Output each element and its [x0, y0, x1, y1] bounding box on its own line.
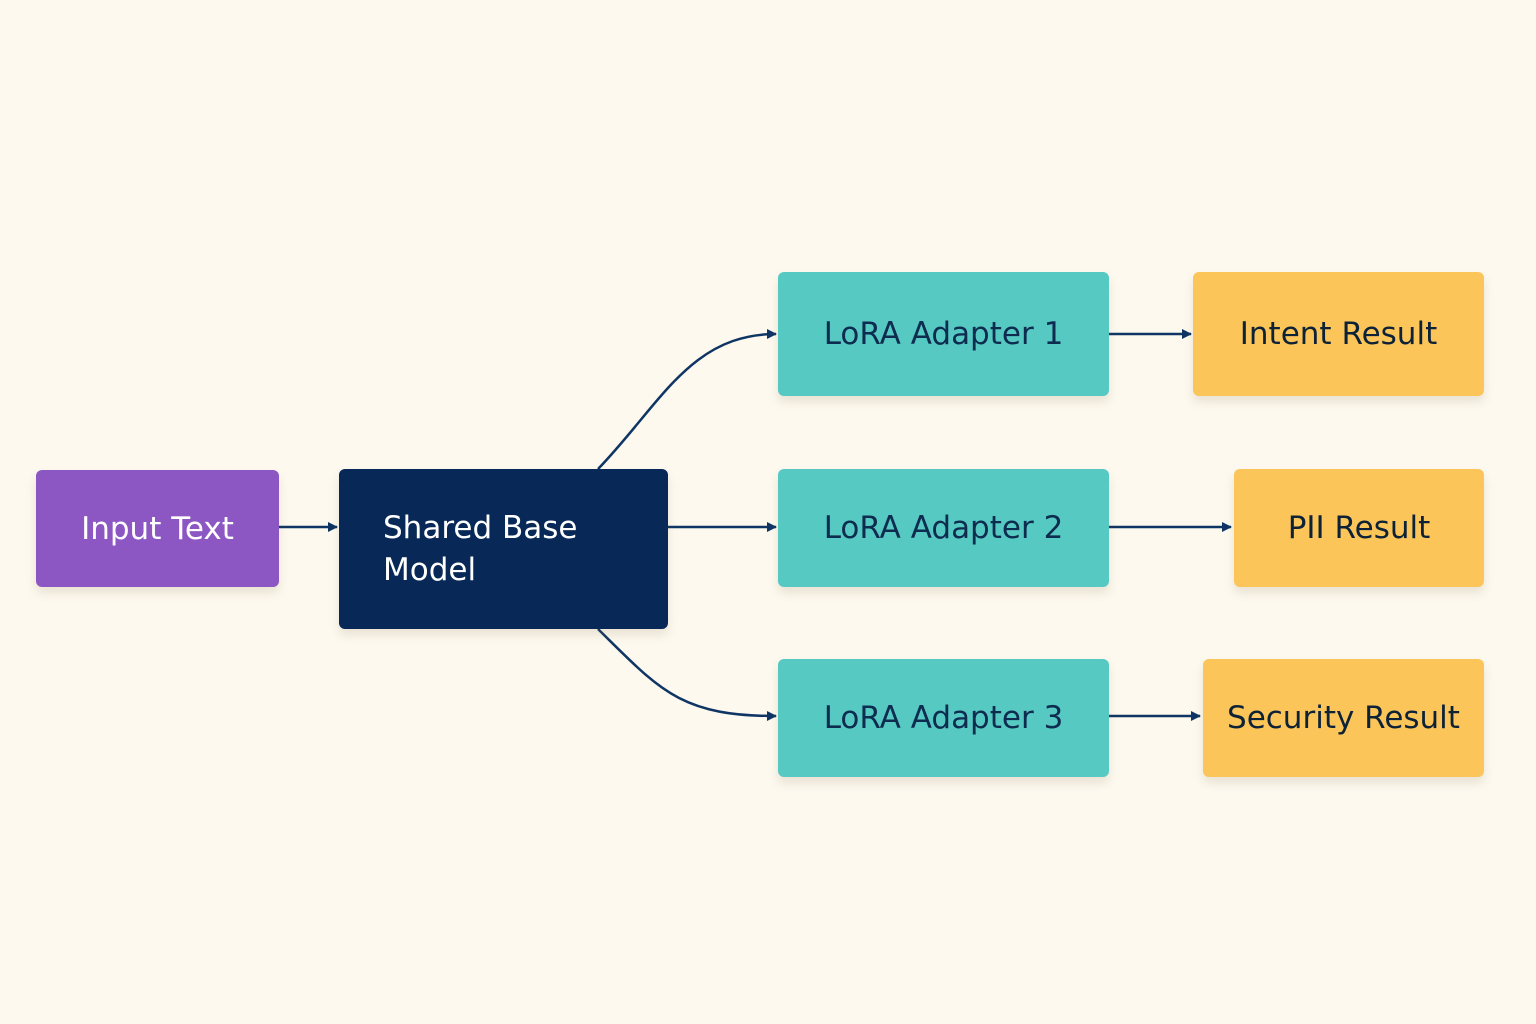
intent-result-node: Intent Result [1193, 272, 1484, 396]
lora-adapter-1-label: LoRA Adapter 1 [823, 316, 1064, 352]
security-result-node: Security Result [1203, 659, 1484, 777]
arrow-base-to-adapter-1 [597, 329, 777, 470]
lora-adapter-2-label: LoRA Adapter 2 [823, 510, 1064, 546]
lora-adapter-3-node: LoRA Adapter 3 [778, 659, 1109, 777]
shared-base-model-label: Shared Base Model [383, 510, 578, 588]
lora-adapter-1-node: LoRA Adapter 1 [778, 272, 1109, 396]
arrow-base-to-adapter-3 [597, 628, 777, 721]
lora-adapter-2-node: LoRA Adapter 2 [778, 469, 1109, 587]
shared-base-model-node: Shared Base Model [339, 469, 668, 629]
input-text-label: Input Text [81, 510, 234, 547]
input-text-node: Input Text [36, 470, 279, 587]
lora-adapter-3-label: LoRA Adapter 3 [823, 700, 1064, 736]
security-result-label: Security Result [1227, 700, 1460, 736]
pii-result-node: PII Result [1234, 469, 1484, 587]
pii-result-label: PII Result [1287, 510, 1431, 546]
intent-result-label: Intent Result [1239, 316, 1438, 352]
